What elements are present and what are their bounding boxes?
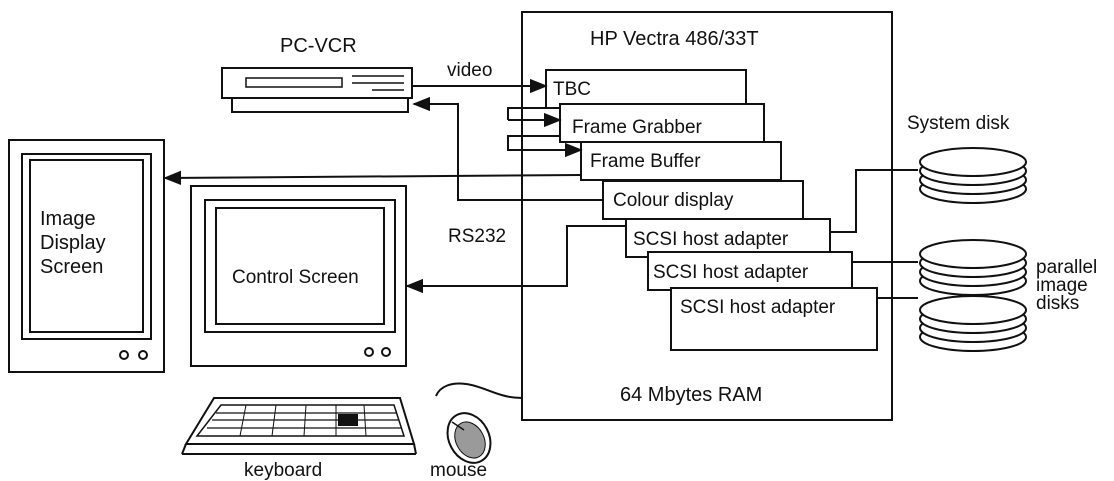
disk-platter xyxy=(920,296,1026,324)
image-display-line1: Image xyxy=(40,208,96,230)
vcr-device xyxy=(222,68,412,112)
card-frame-grabber: Frame Grabber xyxy=(560,104,764,142)
parallel-disk-stack-1 xyxy=(920,240,1026,295)
card-frame-buffer: Frame Buffer xyxy=(581,142,781,180)
disk-platter xyxy=(920,240,1026,268)
disk-platter xyxy=(920,148,1026,176)
image-display-line2: Display xyxy=(40,232,106,254)
card-tbc: TBC xyxy=(546,70,746,108)
control-screen-label: Control Screen xyxy=(232,267,359,288)
keyboard-label: keyboard xyxy=(244,460,322,481)
memory-label: 64 Mbytes RAM xyxy=(620,384,762,406)
card-colour-display-label: Colour display xyxy=(613,190,734,211)
card-scsi-1-label: SCSI host adapter xyxy=(633,229,789,250)
system-disk-stack xyxy=(920,148,1026,203)
card-colour-display: Colour display xyxy=(603,181,803,219)
card-scsi-3-label: SCSI host adapter xyxy=(680,297,836,318)
card-tbc-label: TBC xyxy=(553,79,591,100)
computer-title: HP Vectra 486/33T xyxy=(590,28,759,50)
keyboard-device xyxy=(182,398,416,454)
vcr-label: PC-VCR xyxy=(280,35,357,57)
parallel-disks-line3: disks xyxy=(1036,293,1079,314)
system-disk-label: System disk xyxy=(907,113,1010,134)
mouse-label: mouse xyxy=(430,460,487,481)
card-scsi-3: SCSI host adapter xyxy=(671,288,877,350)
card-frame-buffer-label: Frame Buffer xyxy=(590,151,701,172)
card-scsi-2: SCSI host adapter xyxy=(648,252,852,290)
rs232-label: RS232 xyxy=(448,226,506,247)
video-label: video xyxy=(447,60,492,81)
card-scsi-2-label: SCSI host adapter xyxy=(653,262,809,283)
card-frame-grabber-label: Frame Grabber xyxy=(572,117,703,138)
image-display-line3: Screen xyxy=(40,256,103,278)
parallel-disk-stack-2 xyxy=(920,296,1026,351)
